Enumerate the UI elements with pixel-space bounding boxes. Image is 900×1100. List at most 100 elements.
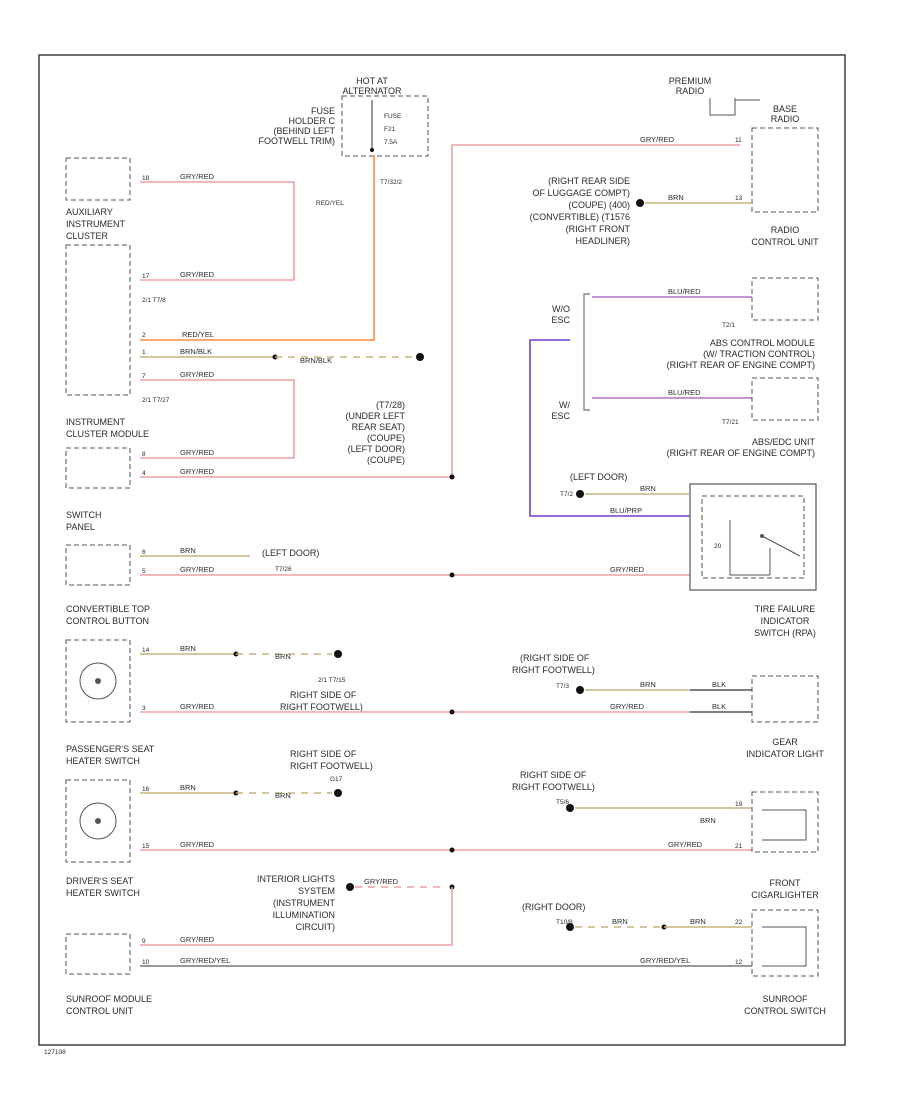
base-radio-label-2: RADIO — [771, 114, 800, 124]
front-cig-box — [751, 791, 819, 853]
tire-switch-label-3: SWITCH (RPA) — [754, 628, 816, 638]
radio-cu-label-1: RADIO — [771, 225, 800, 235]
pin-11: 11 — [735, 137, 742, 144]
wire-label-brn-1: BRN — [180, 546, 196, 555]
tire-switch-lever — [761, 535, 801, 557]
pin-14: 14 — [142, 647, 150, 654]
diagram-code: 127108 — [44, 1049, 66, 1056]
ground-gear — [576, 686, 584, 694]
tire-switch-box — [689, 483, 817, 591]
pin-5: 5 — [142, 568, 146, 575]
pass-seat-box — [65, 779, 131, 863]
wire-blu-prp — [529, 339, 690, 517]
luggage-label-2: OF LUGGAGE COMPT) — [532, 188, 630, 198]
abs-unit-label-2: (RIGHT REAR OF ENGINE COMPT) — [667, 448, 815, 458]
radio-variant-bracket — [709, 98, 736, 116]
luggage-label-5: (RIGHT FRONT — [566, 224, 631, 234]
fuse-block-label-1: FUSE — [311, 106, 335, 116]
alternator-label: ALTERNATOR — [342, 86, 402, 96]
conv-top-label-1: CONVERTIBLE TOP — [66, 604, 150, 614]
abs-group-wo: W/O — [552, 304, 570, 314]
aux-cluster-label-2: INSTRUMENT — [66, 219, 125, 229]
pin-18: 18 — [142, 175, 150, 182]
aux-cluster-label-1: AUXILIARY — [66, 207, 113, 217]
loc-rs-rf-1a: RIGHT SIDE OF — [290, 690, 357, 700]
wire-label-gry-red-5: GRY/RED — [180, 467, 215, 476]
fuse-label: FUSE — [384, 113, 402, 120]
interior-lights-label-1: INTERIOR LIGHTS — [257, 874, 335, 884]
loc-left-door-1: (LEFT DOOR) — [262, 548, 319, 558]
premium-radio-label-1: PREMIUM — [669, 76, 712, 86]
pin-2: 2 — [142, 332, 146, 339]
tire-switch-label-2: INDICATOR — [761, 616, 810, 626]
instr-cluster-label-2: CLUSTER MODULE — [66, 429, 149, 439]
pin-17: 17 — [142, 273, 150, 280]
pin-7: 7 — [142, 373, 146, 380]
wire-label-brn-5: BRN — [275, 791, 291, 800]
interior-lights-label-3: (INSTRUMENT — [273, 898, 335, 908]
wire-label-blu-red-2: BLU/RED — [668, 388, 701, 397]
luggage-label-1: (RIGHT REAR SIDE — [548, 176, 630, 186]
abs-control-module-box — [751, 277, 819, 321]
splice-g-label-4: (COUPE) — [367, 433, 405, 443]
pin-3: 3 — [142, 705, 146, 712]
pass-seat-label-1: PASSENGER'S SEAT — [66, 744, 155, 754]
pin-22: 22 — [735, 919, 743, 926]
fuse-number: F21 — [384, 126, 396, 133]
aux-cluster-top-box — [65, 157, 131, 201]
wire-label-brn-radio: BRN — [668, 193, 684, 202]
instr-cluster-box — [65, 447, 131, 489]
aux-cluster-main-box — [65, 244, 131, 396]
wire-label-gry-red-10: GRY/RED — [180, 840, 215, 849]
loc-rs-rf-3a: (RIGHT SIDE OF — [520, 653, 590, 663]
connector-c-t7: 2/1 T7/27 — [142, 397, 170, 404]
ground-sunroof — [566, 923, 574, 931]
connector-c-t3: T7/26 — [275, 566, 292, 573]
wire-label-red-yel: RED/YEL — [182, 330, 214, 339]
sunroof-switch-label-2: CONTROL SWITCH — [744, 1006, 826, 1016]
wire-label-brn-sunroof-2: BRN — [690, 917, 706, 926]
wire-label-blu-prp: BLU/PRP — [610, 506, 642, 515]
connector-c-t8: T5/6 — [556, 799, 569, 806]
sunroof-switch-label-1: SUNROOF — [763, 994, 809, 1004]
wire-label-brn-3: BRN — [275, 652, 291, 661]
loc-rs-rf-1b: RIGHT FOOTWELL) — [280, 702, 363, 712]
connector-c-t10: T10/8 — [556, 919, 573, 926]
wire-label-brn-sunroof-1: BRN — [612, 917, 628, 926]
ground-conv — [334, 650, 342, 658]
switch-panel-label-2: PANEL — [66, 522, 95, 532]
sunroof-module-box — [65, 933, 131, 975]
hot-at-label: HOT AT — [356, 76, 388, 86]
cig-element — [762, 809, 807, 841]
wire-red-yel — [140, 155, 375, 341]
wire-label-gry-red-6: GRY/RED — [180, 565, 215, 574]
wire-label-brn-cig: BRN — [700, 816, 716, 825]
ground-pass — [334, 789, 342, 797]
splice-g-label-2: (UNDER LEFT — [345, 411, 405, 421]
sunroof-module-label-2: CONTROL UNIT — [66, 1006, 134, 1016]
connector-c-t2: T2/1 — [722, 322, 735, 329]
pin-8: 8 — [142, 451, 146, 458]
pin-1: 1 — [142, 349, 146, 356]
wire-gry-red-loop-2 — [140, 379, 295, 459]
wire-label-brn-2: BRN — [180, 644, 196, 653]
luggage-label-4: (CONVERTIBLE) (T1576 — [530, 212, 630, 222]
wire-label-gry-red-9: GRY/RED — [610, 702, 645, 711]
connector-c-t4b: T7/21 — [722, 419, 739, 426]
conv-top-label-2: CONTROL BUTTON — [66, 616, 149, 626]
wire-gry-red-loop-1 — [140, 181, 295, 281]
luggage-label-6: HEADLINER) — [575, 236, 630, 246]
splice-bus-4 — [449, 847, 455, 853]
wire-label-gry-red-13: GRY/RED — [180, 935, 215, 944]
wire-label-gry-red-7: GRY/RED — [610, 565, 645, 574]
fuse-terminal-dot — [370, 148, 374, 152]
splice-bus-3 — [449, 709, 455, 715]
loc-rs-rf-4b: RIGHT FOOTWELL) — [512, 782, 595, 792]
radio-cu-label-2: CONTROL UNIT — [751, 237, 819, 247]
pass-seat-label-2: HEATER SWITCH — [66, 756, 140, 766]
tire-switch-inner — [701, 495, 805, 579]
connector-c-t5: T7/2 — [560, 491, 573, 498]
loc-left-door-2: (LEFT DOOR) — [570, 472, 627, 482]
fuse-block-label-4: FOOTWELL TRIM) — [259, 136, 336, 146]
tire-switch-contact — [760, 534, 764, 538]
